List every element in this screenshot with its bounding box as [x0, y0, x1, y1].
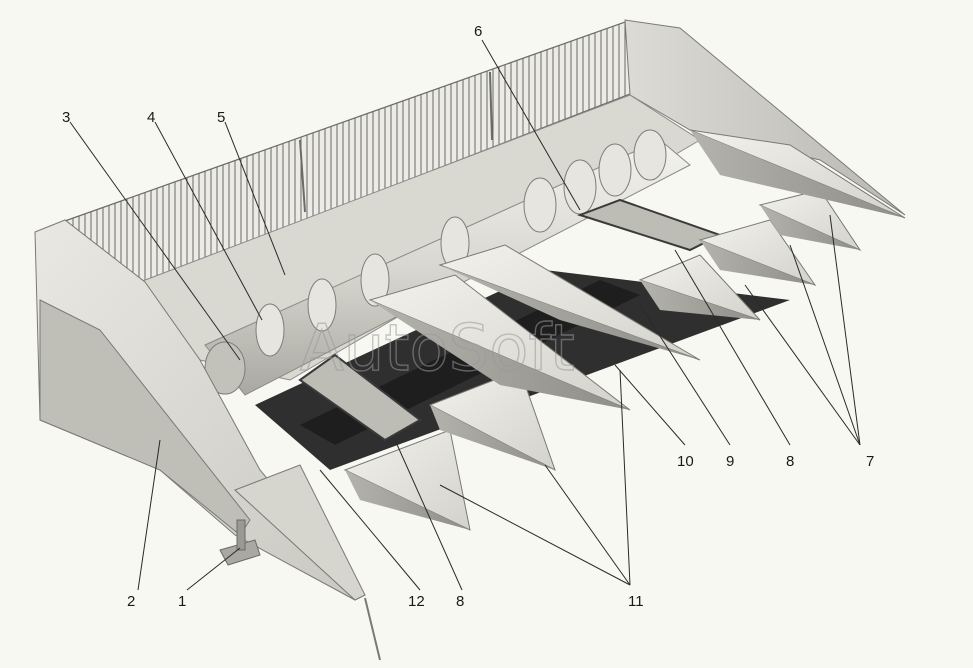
gathering-chain-left — [298, 353, 422, 442]
divider — [368, 274, 631, 411]
callout-3: 3 — [62, 109, 70, 126]
grille-post — [489, 71, 493, 141]
callout-8-right: 8 — [786, 453, 794, 470]
callout-11: 11 — [628, 593, 644, 610]
callout-1: 1 — [178, 593, 186, 610]
callout-9: 9 — [726, 453, 734, 470]
auger-end — [204, 341, 246, 395]
right-side-panel — [624, 19, 906, 216]
watermark: AutoSoft — [300, 312, 575, 386]
callout-4: 4 — [147, 109, 155, 126]
divider — [343, 429, 471, 531]
callout-12: 12 — [408, 593, 425, 610]
divider — [438, 244, 701, 361]
callout-labels: 1 2 3 4 5 6 7 8 8 9 10 11 12 — [62, 23, 874, 610]
divider — [758, 189, 862, 252]
grille-post — [299, 139, 306, 213]
left-side-panel — [34, 219, 366, 601]
callout-5: 5 — [217, 109, 225, 126]
divider — [638, 254, 761, 321]
callout-8-left: 8 — [456, 593, 464, 610]
callout-6: 6 — [474, 23, 482, 40]
callout-leaders — [69, 39, 861, 591]
gathering-chain-right — [576, 198, 723, 252]
row-dividers — [343, 129, 906, 531]
callout-7: 7 — [866, 453, 874, 470]
divider — [689, 129, 906, 219]
divider — [428, 369, 556, 472]
callout-2: 2 — [127, 593, 135, 610]
callout-10: 10 — [677, 453, 694, 470]
divider-tip — [364, 597, 381, 661]
